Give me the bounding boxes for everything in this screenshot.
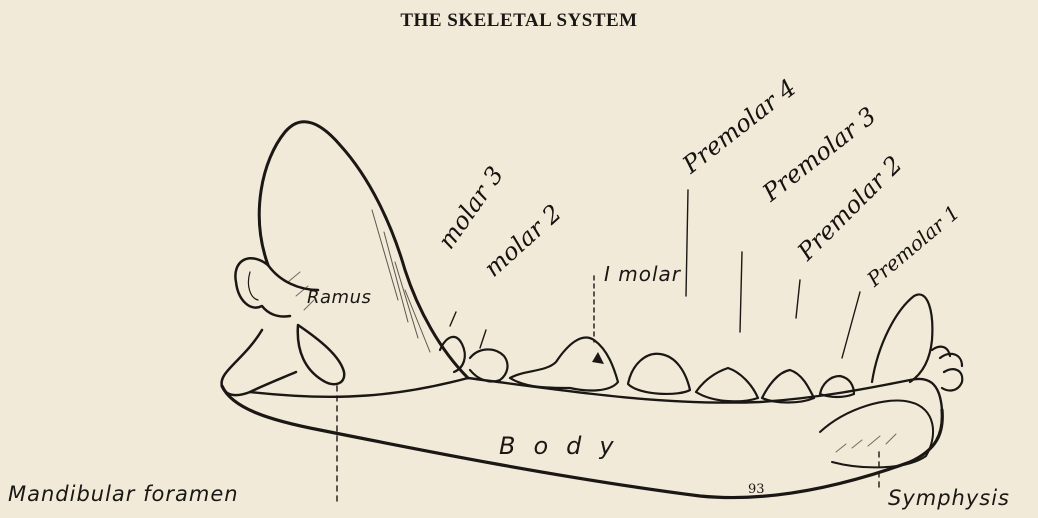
condyle: [235, 258, 290, 316]
canine-tooth: [872, 294, 932, 382]
mandibular-foramen-label: Mandibular foramen: [8, 482, 239, 506]
body-label: Body: [499, 432, 632, 460]
angular-process: [222, 330, 296, 395]
molar-1-label: I molar: [604, 262, 681, 286]
molar-1-tooth: [510, 337, 618, 390]
premolar-3-tooth: [696, 368, 758, 401]
coronoid-process: [259, 122, 468, 378]
mandible-body-upper: [250, 378, 942, 410]
premolar-4-tooth: [628, 354, 690, 394]
page-number: 93: [748, 482, 765, 497]
molar-2-tooth: [470, 349, 507, 381]
symphysis-label: Symphysis: [888, 486, 1010, 510]
incisor-teeth: [932, 347, 962, 391]
molar-3-tooth: [440, 337, 465, 372]
angular-process-tip: [298, 325, 344, 384]
ramus-label: Ramus: [307, 287, 371, 308]
